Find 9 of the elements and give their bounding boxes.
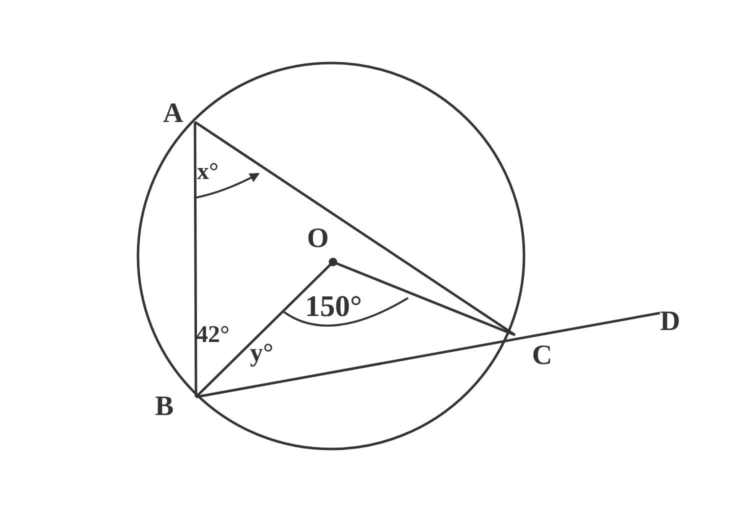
point-label: O [307, 225, 329, 253]
point-label: C [532, 342, 552, 370]
angle-label: y° [250, 340, 274, 366]
point-label: D [660, 308, 680, 336]
point-label: A [163, 100, 184, 128]
point-label: B [155, 393, 174, 421]
angle-label: 150° [305, 292, 362, 322]
angle-label: 42° [196, 323, 230, 347]
angle-label: x° [197, 160, 219, 184]
